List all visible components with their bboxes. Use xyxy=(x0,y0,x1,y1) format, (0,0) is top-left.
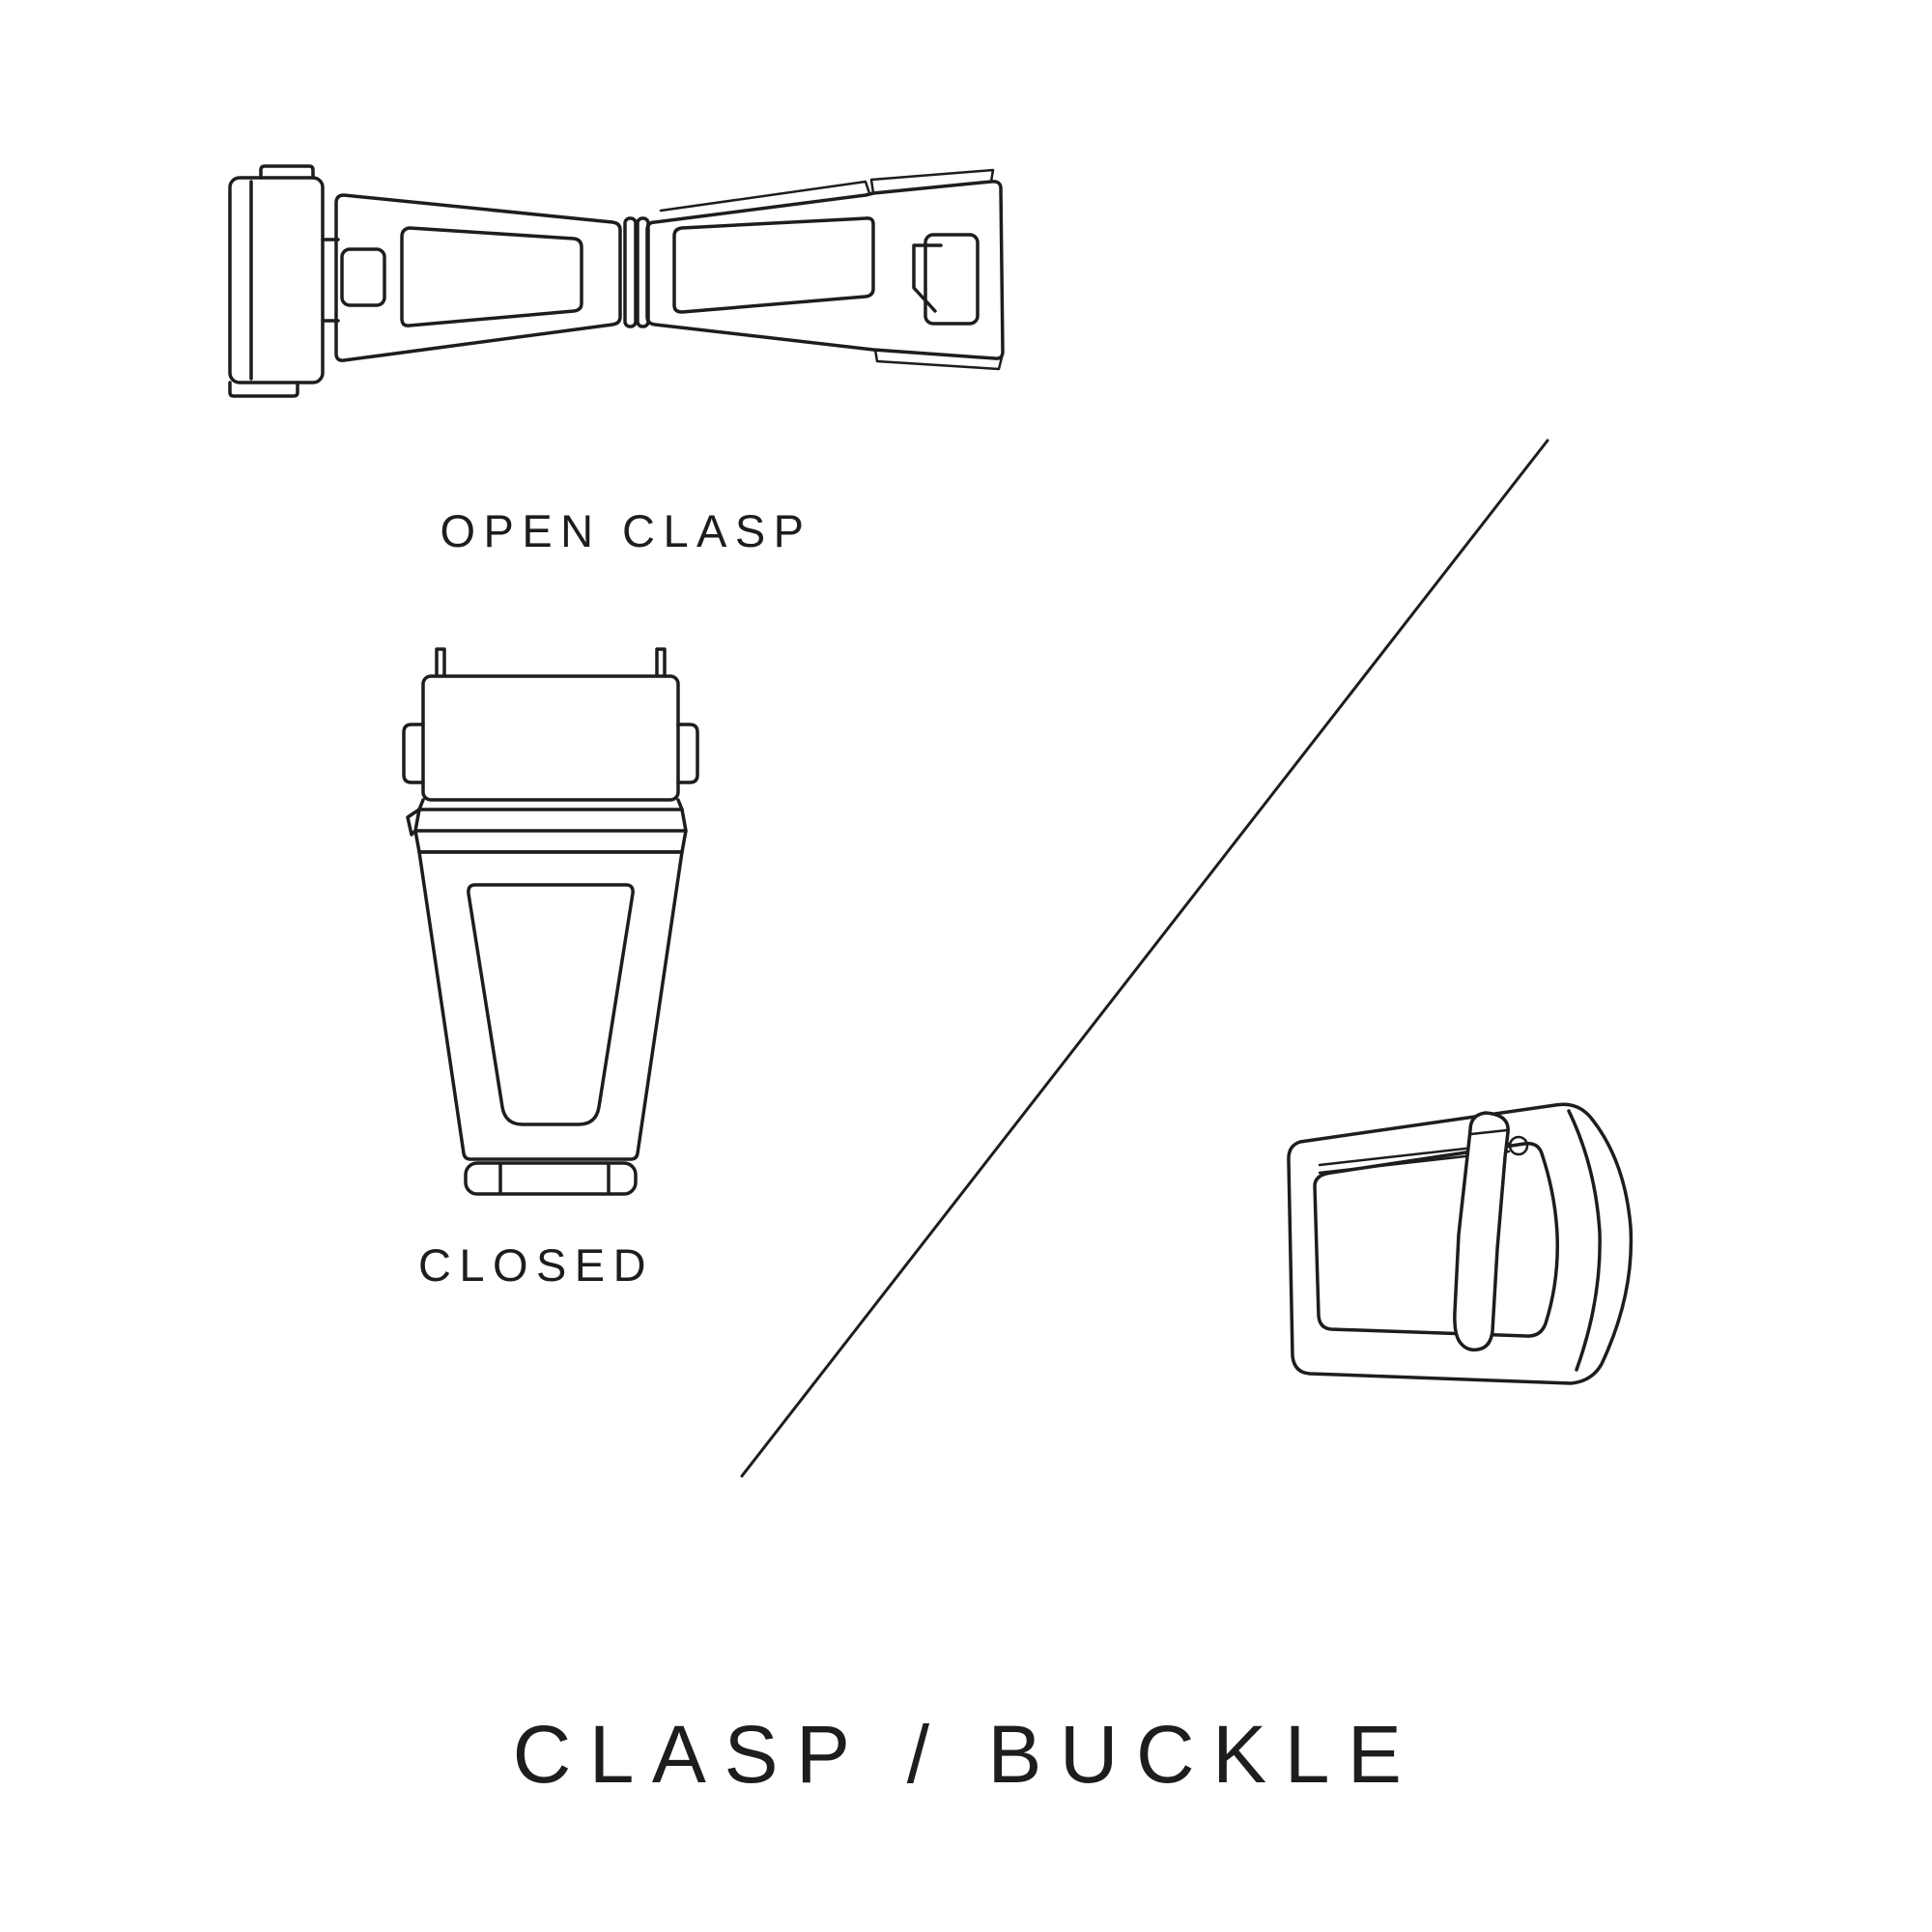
tang-buckle-illustration xyxy=(1287,1102,1634,1385)
page-title: CLASP / BUCKLE xyxy=(512,1709,1420,1800)
diagonal-divider-line xyxy=(740,439,1549,1478)
open-clasp-label: OPEN CLASP xyxy=(440,505,812,556)
open-clasp-illustration xyxy=(228,164,1005,398)
closed-clasp-label: CLOSED xyxy=(417,1239,655,1291)
closed-clasp-illustration xyxy=(402,647,699,1196)
